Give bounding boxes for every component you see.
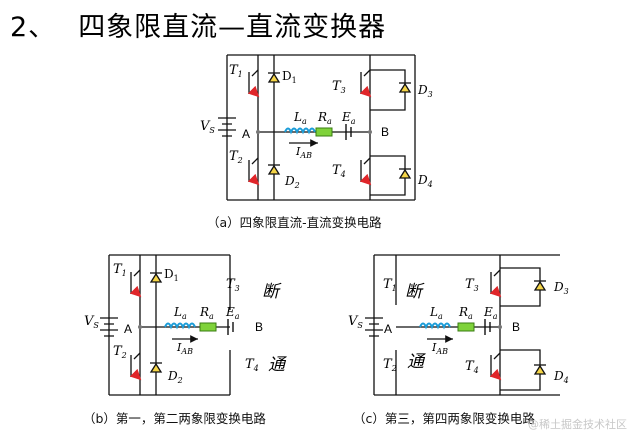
label-t4: T4 [465,359,479,375]
igbt-switch-icon [360,69,371,97]
node-a-label: A [384,322,392,336]
label-d2: D2 [167,369,183,385]
label-t2: T2 [229,149,243,165]
resistor-icon [315,127,333,137]
label-d1: D1 [164,267,179,283]
label-la: La [293,110,307,126]
diode-icon [149,272,163,283]
label-t2: T2 [383,357,397,373]
label-iab: IAB [295,145,312,160]
caption-b: （b）第一，第二两象限变换电路 [83,411,266,426]
node-dot [368,130,372,134]
resistor-icon [457,322,475,332]
node-b-label: B [381,125,389,139]
label-iab: IAB [176,341,193,356]
switch-arrow [359,173,372,186]
circuit-c [365,254,560,396]
label-ea: Ea [483,305,498,321]
switch-arrow [247,85,260,98]
node-a-label: A [242,127,250,141]
diode-icon [533,364,547,375]
igbt-switch-icon [248,157,259,185]
igbt-switch-icon [130,352,141,380]
diode-icon [398,168,412,179]
diode-icon [267,72,281,83]
igbt-switch-icon [490,352,501,380]
label-ra: Ra [199,305,214,321]
label-la: La [429,305,443,321]
node-a-label: A [124,322,132,336]
diode-icon [533,280,547,291]
diode-icon [398,82,412,93]
battery-icon [484,319,491,335]
igbt-switch-icon [360,157,371,185]
label-t1: T1 [113,262,127,278]
label-ea: Ea [341,110,356,126]
switch-arrow [247,173,260,186]
label-vs: VS [200,119,215,135]
battery-icon [345,124,352,140]
heading-number: 2、 [10,12,57,43]
inductor-icon [284,127,316,135]
node-b-label: B [512,320,520,334]
diode-icon [149,362,163,373]
watermark: @稀土掘金技术社区 [528,417,627,431]
igbt-switch-icon [130,269,141,297]
label-vs: VS [84,314,99,330]
switch-arrow [359,85,372,98]
label-iab: IAB [431,341,448,356]
label-t3: T3 [332,79,346,95]
inductor-icon [419,322,451,330]
label-t4: T4 [245,357,259,373]
caption-a: （a）四象限直流-直流变换电路 [207,215,382,230]
node-dot [256,130,260,134]
label-d4: D4 [417,173,433,189]
label-la: La [173,305,187,321]
label-d2: D2 [284,174,300,190]
igbt-switch-icon [248,69,259,97]
label-ra: Ra [458,305,473,321]
label-ra: Ra [317,110,332,126]
state-on-label: 通 [407,352,426,372]
resistor-icon [199,322,217,332]
label-vs: VS [348,314,363,330]
switch-arrow [489,285,502,298]
caption-c: （c）第三，第四两象限变换电路 [353,411,535,426]
inductor-icon [164,322,196,330]
label-t2: T2 [113,344,127,360]
label-ea: Ea [225,305,240,321]
switch-arrow [129,285,142,298]
switch-arrow [129,368,142,381]
label-d1: D1 [282,69,297,85]
label-d3: D3 [417,83,433,99]
label-d4: D4 [553,369,569,385]
switch-arrow [489,368,502,381]
label-t3: T3 [465,277,479,293]
node-b-label: B [255,320,263,334]
node-dot [138,325,142,329]
label-t3: T3 [226,277,240,293]
node-dot [498,325,502,329]
state-off-label: 断 [405,282,425,302]
label-t1: T1 [229,63,243,79]
label-t4: T4 [332,163,346,179]
page-heading: 2、四象限直流—直流变换器 [10,5,386,44]
heading-title: 四象限直流—直流变换器 [78,12,387,43]
label-d3: D3 [553,280,569,296]
state-on-label: 通 [268,355,287,375]
state-off-label: 断 [262,282,282,302]
battery-icon [227,319,234,335]
diode-icon [267,164,281,175]
label-t1: T1 [383,277,397,293]
igbt-switch-icon [490,269,501,297]
